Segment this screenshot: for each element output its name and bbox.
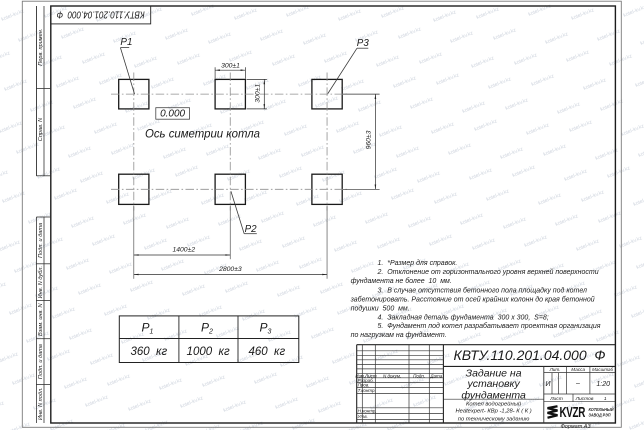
svg-text:Формат А3: Формат А3: [560, 424, 591, 430]
svg-text:Инв. N дубл.: Инв. N дубл.: [38, 266, 44, 298]
svg-text:kotel-kv.kz: kotel-kv.kz: [344, 421, 369, 430]
svg-text:Задание на: Задание на: [466, 367, 522, 379]
svg-text:kotel-kv.kz: kotel-kv.kz: [7, 421, 32, 430]
svg-text:ЗАВОД РЭП: ЗАВОД РЭП: [589, 412, 611, 418]
svg-text:КВТУ.110.201.04.000 Ф: КВТУ.110.201.04.000 Ф: [57, 8, 145, 19]
svg-text:460 кг: 460 кг: [248, 346, 285, 358]
svg-text:по техническому заданию: по техническому заданию: [458, 417, 530, 423]
svg-text:фундамента: фундамента: [461, 389, 526, 401]
svg-text:300±1: 300±1: [255, 84, 262, 103]
svg-text:N докум.: N докум.: [383, 374, 401, 379]
svg-text:Изм.Лист: Изм.Лист: [355, 374, 376, 379]
svg-text:забетонировать. Расстояние от: забетонировать. Расстояние от осей крайн…: [350, 296, 595, 304]
svg-text:Р1: Р1: [120, 37, 132, 48]
svg-text:подушки 500 мм.: подушки 500 мм.: [351, 305, 410, 313]
svg-text:Р3: Р3: [357, 38, 370, 49]
svg-text:kotel-kv.kz: kotel-kv.kz: [145, 419, 170, 430]
svg-text:Т.контр.: Т.контр.: [358, 388, 376, 393]
svg-text:Разраб.: Разраб.: [358, 378, 374, 383]
svg-text:4. Закладная деталь фундамент: 4. Закладная деталь фундамента 300 x 300…: [378, 313, 549, 321]
svg-text:Листов: Листов: [575, 396, 594, 402]
svg-text:Лит.: Лит.: [549, 367, 561, 372]
svg-text:Перв. примен.: Перв. примен.: [38, 29, 44, 66]
svg-text:Р2: Р2: [245, 224, 258, 235]
svg-text:300±1: 300±1: [221, 63, 240, 70]
svg-text:Ось симетрии котла: Ось симетрии котла: [145, 128, 260, 140]
svg-text:kotel-kv.kz: kotel-kv.kz: [636, 256, 644, 271]
svg-text:Взам. инв. N: Взам. инв. N: [38, 302, 44, 336]
svg-text:kotel-kv.kz: kotel-kv.kz: [102, 422, 127, 430]
svg-text:360 кг: 360 кг: [130, 346, 167, 358]
svg-text:Пров.: Пров.: [358, 383, 370, 388]
svg-text:фундамента не более 10 мм.: фундамента не более 10 мм.: [351, 277, 452, 285]
svg-text:0.000: 0.000: [160, 108, 185, 119]
svg-text:установку: установку: [466, 378, 520, 390]
svg-text:kotel-kv.kz: kotel-kv.kz: [633, 193, 644, 208]
svg-text:3. В случае отсутствия бетонн: 3. В случае отсутствия бетонного пола пл…: [378, 286, 588, 294]
svg-text:kotel-kv.kz: kotel-kv.kz: [197, 423, 222, 430]
svg-text:kotel-kv.kz: kotel-kv.kz: [0, 50, 11, 65]
svg-text:Лист: Лист: [549, 396, 563, 402]
svg-text:kotel-kv.kz: kotel-kv.kz: [240, 420, 265, 430]
svg-text:И: И: [545, 381, 551, 388]
svg-text:kotel-kv.kz: kotel-kv.kz: [635, 74, 644, 89]
svg-text:КВТУ.110.201.04.000 Ф: КВТУ.110.201.04.000 Ф: [454, 347, 606, 363]
svg-text:KVZR: KVZR: [560, 404, 586, 421]
svg-text:kotel-kv.kz: kotel-kv.kz: [534, 423, 559, 430]
svg-text:–: –: [575, 381, 580, 388]
svg-text:960±3: 960±3: [366, 130, 373, 149]
svg-text:kotel-kv.kz: kotel-kv.kz: [482, 419, 507, 430]
svg-text:1000 кг: 1000 кг: [187, 346, 230, 358]
svg-text:КОТЕЛЬНЫЙ: КОТЕЛЬНЫЙ: [589, 405, 614, 413]
svg-text:Масштаб: Масштаб: [592, 367, 613, 372]
svg-text:Н.контр.: Н.контр.: [358, 408, 377, 413]
svg-text:по нагрузкам на фундамент.: по нагрузкам на фундамент.: [351, 331, 447, 339]
svg-text:2. Отклонение от горизонтальн: 2. Отклонение от горизонтального уровня …: [377, 268, 599, 276]
svg-text:kotel-kv.kz: kotel-kv.kz: [439, 422, 464, 430]
svg-text:Дата: Дата: [429, 374, 442, 379]
svg-text:Подп.: Подп.: [413, 374, 425, 379]
svg-text:Котел водогрейный: Котел водогрейный: [466, 400, 522, 407]
svg-text:kotel-kv.kz: kotel-kv.kz: [577, 420, 602, 430]
svg-text:kotel-kv.kz: kotel-kv.kz: [0, 169, 9, 184]
svg-text:kotel-kv.kz: kotel-kv.kz: [638, 144, 644, 159]
svg-text:5. Фундамент под котел разраб: 5. Фундамент под котел разрабатывает про…: [378, 322, 601, 330]
svg-text:1. *Размер для справок.: 1. *Размер для справок.: [378, 259, 458, 267]
svg-text:1400±2: 1400±2: [172, 247, 195, 254]
svg-text:Инв. N подл.: Инв. N подл.: [38, 387, 44, 420]
svg-text:Heatexpert- КВр -1,28- К ( К ): Heatexpert- КВр -1,28- К ( К ): [455, 409, 531, 415]
svg-text:Подп. и дата: Подп. и дата: [38, 344, 44, 379]
svg-text:Утв.: Утв.: [358, 414, 368, 419]
svg-text:1:20: 1:20: [596, 381, 610, 388]
svg-text:kotel-kv.kz: kotel-kv.kz: [50, 418, 75, 430]
svg-text:kotel-kv.kz: kotel-kv.kz: [634, 375, 644, 390]
svg-text:Масса: Масса: [571, 367, 585, 372]
svg-text:2800±3: 2800±3: [218, 266, 242, 273]
svg-text:Подп. и дата: Подп. и дата: [38, 223, 44, 258]
svg-text:kotel-kv.kz: kotel-kv.kz: [387, 418, 412, 430]
svg-text:kotel-kv.kz: kotel-kv.kz: [640, 32, 644, 47]
svg-text:Справ. N: Справ. N: [38, 117, 44, 141]
svg-text:1: 1: [604, 396, 607, 402]
